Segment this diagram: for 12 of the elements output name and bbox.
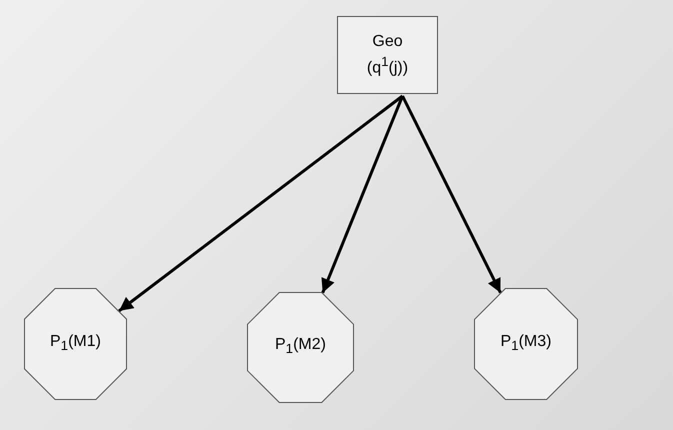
arrow: [321, 95, 404, 294]
octagon-node: [247, 292, 354, 403]
node-label: P$_{1}$(M3): [500, 332, 552, 356]
process-box: [337, 16, 438, 94]
arrow: [118, 94, 404, 312]
node-label: P$_{1}$(M1): [50, 332, 101, 356]
node-label: (q$^{1}$(j)): [366, 52, 408, 78]
octagon-node: [24, 288, 127, 400]
octagon-node: [474, 288, 578, 400]
node-label: P$_{1}$(M2): [275, 335, 326, 359]
arrow: [401, 95, 502, 294]
node-title: Geo: [372, 32, 403, 52]
